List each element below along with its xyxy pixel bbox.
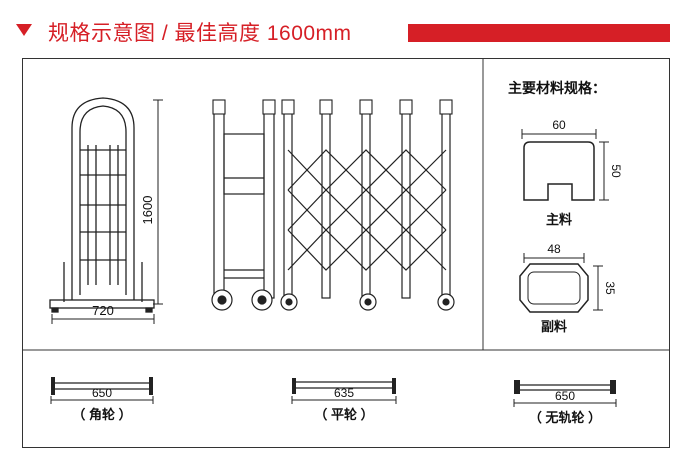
wheel-1-name: （ 角轮 ） [72,407,131,422]
wheel-1-diagram [50,377,154,404]
secondary-material-profile [519,263,589,313]
wheel-3-diagram [513,380,617,407]
header: 规格示意图 / 最佳高度 1600mm [0,0,680,52]
secondary-material-height-label: 35 [603,281,617,295]
secondary-material-width-dimension [523,253,585,263]
title-accent-bar [408,24,670,42]
main-material-height-label: 50 [609,164,623,178]
gate-width-dimension [51,314,155,324]
wheel-2-diagram [291,378,397,404]
main-material-name: 主料 [546,212,572,227]
materials-heading: 主要材料规格： [508,80,606,96]
wheel-3-dimension: 650 [555,389,575,403]
gate-side-view [49,97,155,313]
gate-post-caps [212,99,453,115]
wheel-1-dimension: 650 [92,386,112,400]
main-material-width-label: 60 [552,118,566,132]
secondary-material-width-label: 48 [547,242,561,256]
secondary-material-inner [527,271,581,305]
wheel-2-name: （ 平轮 ） [314,407,373,422]
gate-width-label: 720 [92,303,114,318]
main-material-height-dimension [599,141,609,201]
main-material-width-dimension [521,129,597,139]
main-material-profile [523,141,595,201]
wheel-2-dimension: 635 [334,386,354,400]
secondary-material-name: 副料 [541,319,567,334]
spec-frame [22,58,670,448]
page-title: 规格示意图 / 最佳高度 1600mm [48,22,352,45]
gate-front-view [213,109,451,299]
gate-wheel-icons [211,289,455,311]
wheel-3-name: （ 无轨轮 ） [529,410,601,425]
gate-height-dimension [153,99,163,305]
secondary-material-height-dimension [593,265,603,311]
gate-height-label: 1600 [140,196,155,225]
triangle-down-icon [16,24,32,36]
